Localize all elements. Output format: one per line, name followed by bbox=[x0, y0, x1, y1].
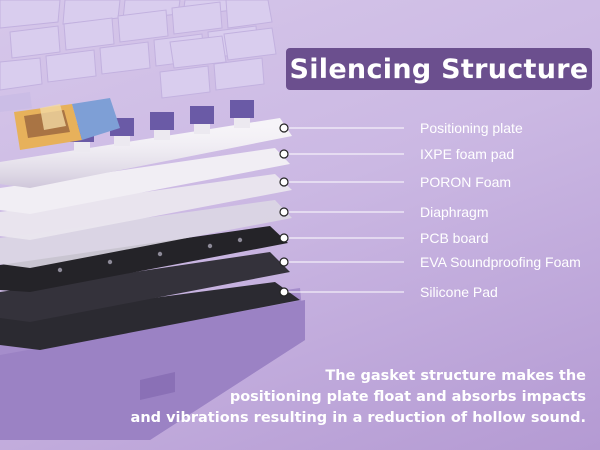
silicone-pad-layer bbox=[0, 282, 300, 350]
eva-foam-layer bbox=[0, 252, 290, 322]
description-text: The gasket structure makes the positioni… bbox=[106, 366, 586, 429]
section-title: Silencing Structure bbox=[286, 48, 592, 90]
ixpe-foam-layer bbox=[0, 148, 290, 214]
pointer-dot-icon bbox=[279, 123, 289, 133]
pointer-dot-icon bbox=[279, 233, 289, 243]
pointer-dot-icon bbox=[279, 207, 289, 217]
label-ixpe-foam-pad: IXPE foam pad bbox=[420, 146, 515, 162]
pointer-dot-icon bbox=[279, 257, 289, 267]
pcb-board-layer bbox=[0, 226, 288, 292]
artisan-keycap bbox=[14, 98, 120, 150]
pointer-dot-icon bbox=[279, 287, 289, 297]
label-poron-foam: PORON Foam bbox=[420, 174, 512, 190]
label-silicone-pad: Silicone Pad bbox=[420, 284, 498, 300]
description-line: positioning plate float and absorbs impa… bbox=[229, 389, 586, 405]
label-eva-soundproofing-foam: EVA Soundproofing Foam bbox=[420, 254, 581, 270]
pointer-dot-icon bbox=[279, 149, 289, 159]
diaphragm-layer bbox=[0, 200, 292, 268]
description-line: and vibrations resulting in a reduction … bbox=[130, 410, 586, 426]
label-pcb-board: PCB board bbox=[420, 230, 489, 246]
pointer-dot-icon bbox=[279, 177, 289, 187]
poron-foam-layer bbox=[0, 174, 292, 240]
label-diaphragm: Diaphragm bbox=[420, 204, 489, 220]
label-positioning-plate: Positioning plate bbox=[420, 120, 523, 136]
layer-pointers bbox=[284, 127, 404, 293]
description-line: The gasket structure makes the bbox=[325, 368, 586, 384]
positioning-plate-layer bbox=[0, 118, 292, 188]
keycap-rows bbox=[0, 0, 277, 112]
